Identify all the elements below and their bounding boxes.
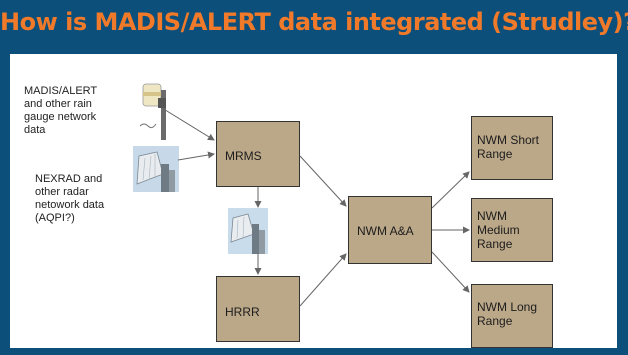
nwm-long-range-box: NWM Long Range xyxy=(471,284,553,348)
mrms-label: MRMS xyxy=(225,149,262,163)
mrms-box: MRMS xyxy=(216,121,300,187)
radar-tower-icon xyxy=(133,146,179,192)
arrow-gauge-to-mrms xyxy=(161,107,215,141)
hrrr-label: HRRR xyxy=(225,305,260,319)
rain-gauge-label: MADIS/ALERT and other rain gauge network… xyxy=(24,85,97,136)
arrow-nwm-aa-to-long xyxy=(431,251,470,293)
nwm-short-range-label: NWM Short Range xyxy=(477,133,540,161)
nwm-medium-range-label: NWM Medium Range xyxy=(477,209,520,251)
nwm-aa-box: NWM A&A xyxy=(348,196,432,264)
arrow-hrrr-to-nwm-aa xyxy=(299,253,347,307)
arrow-nwm-aa-to-short xyxy=(431,171,470,209)
nwm-medium-range-box: NWM Medium Range xyxy=(471,198,553,262)
radar-label: NEXRAD and other radar netowork data (AQ… xyxy=(35,173,105,224)
arrow-radar-to-mrms xyxy=(177,151,215,161)
nwm-aa-label: NWM A&A xyxy=(357,224,414,238)
nwm-long-range-label: NWM Long Range xyxy=(477,300,538,328)
slide-title: How is MADIS/ALERT data integrated (Stru… xyxy=(0,8,628,36)
hrrr-box: HRRR xyxy=(216,276,300,342)
arrow-mrms-to-nwm-aa xyxy=(299,155,347,207)
rain-gauge-icon xyxy=(139,83,166,140)
radar-icon xyxy=(228,208,268,254)
nwm-short-range-box: NWM Short Range xyxy=(471,116,553,180)
